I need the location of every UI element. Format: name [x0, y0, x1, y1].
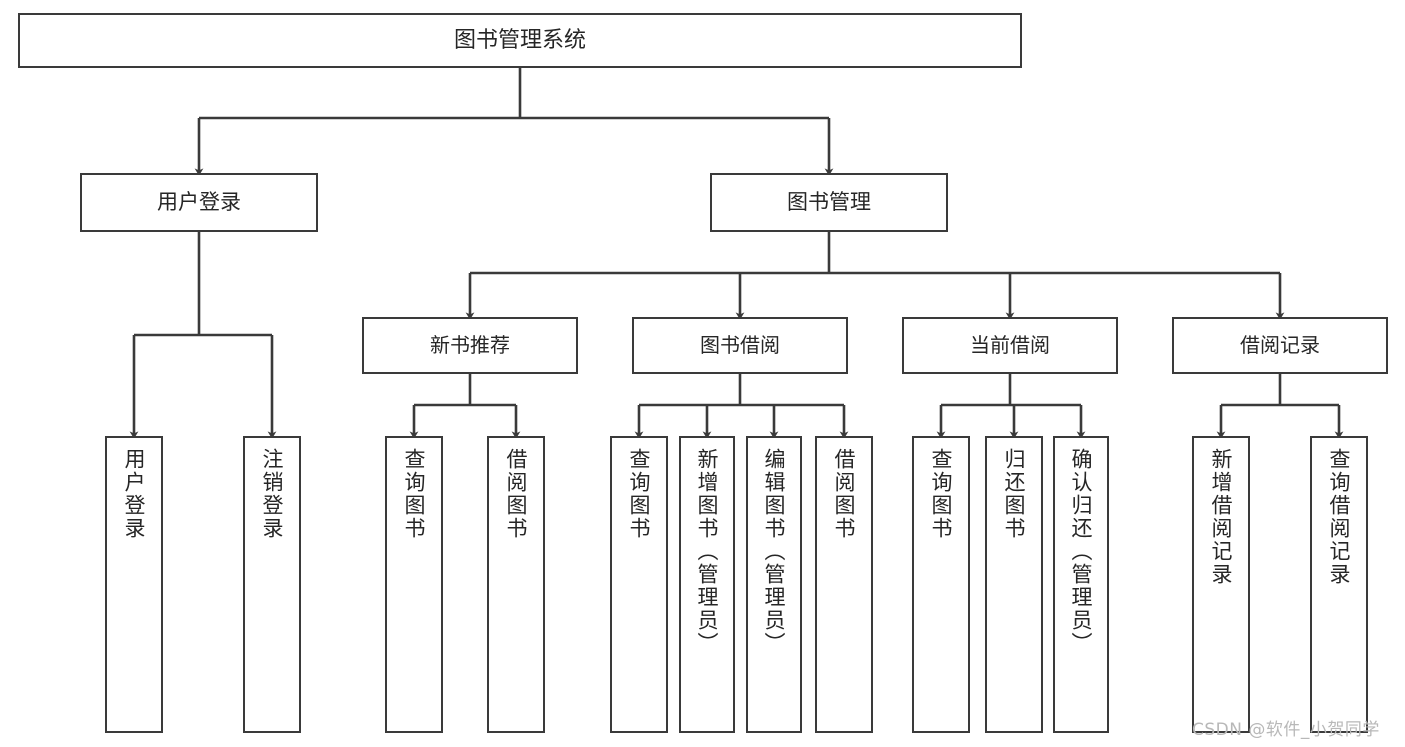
node-label: 图书借阅 — [700, 332, 780, 357]
leaf-leaf-query-book-current: 查询图书 — [912, 436, 970, 733]
leaf-leaf-borrow-book-rec: 借阅图书 — [487, 436, 545, 733]
leaf-leaf-add-record: 新增借阅记录 — [1192, 436, 1250, 733]
node-label: 查询图书 — [627, 448, 652, 540]
leaf-leaf-borrow-book: 借阅图书 — [815, 436, 873, 733]
leaf-leaf-query-book-borrow: 查询图书 — [610, 436, 668, 733]
leaf-leaf-add-book: 新增图书（管理员） — [679, 436, 735, 733]
node-label: 编辑图书（管理员） — [762, 448, 787, 655]
node-label: 借阅图书 — [504, 448, 529, 540]
node-label: 用户登录 — [122, 448, 147, 540]
node-label: 新增借阅记录 — [1209, 448, 1234, 586]
node-label: 借阅记录 — [1240, 332, 1320, 357]
node-book-borrow: 图书借阅 — [632, 317, 848, 374]
node-label: 确认归还（管理员） — [1069, 448, 1094, 655]
node-label: 新增图书（管理员） — [695, 448, 720, 655]
node-label: 用户登录 — [157, 190, 241, 215]
node-label: 新书推荐 — [430, 332, 510, 357]
leaf-leaf-query-record: 查询借阅记录 — [1310, 436, 1368, 733]
node-label: 图书管理系统 — [453, 27, 586, 53]
node-borrow-record: 借阅记录 — [1172, 317, 1388, 374]
node-user-login: 用户登录 — [80, 173, 318, 232]
leaf-leaf-confirm-return: 确认归还（管理员） — [1053, 436, 1109, 733]
node-label: 注销登录 — [260, 448, 285, 540]
node-book-manage: 图书管理 — [710, 173, 948, 232]
csdn-watermark: CSDN @软件_小贺同学 — [1192, 720, 1380, 740]
leaf-leaf-user-login: 用户登录 — [105, 436, 163, 733]
node-root: 图书管理系统 — [18, 13, 1022, 68]
node-label: 查询图书 — [929, 448, 954, 540]
node-current-borrow: 当前借阅 — [902, 317, 1118, 374]
node-label: 图书管理 — [787, 190, 871, 215]
node-label: 借阅图书 — [832, 448, 857, 540]
leaf-leaf-user-logout: 注销登录 — [243, 436, 301, 733]
node-label: 查询借阅记录 — [1327, 448, 1352, 586]
node-label: 归还图书 — [1002, 448, 1027, 540]
leaf-leaf-edit-book: 编辑图书（管理员） — [746, 436, 802, 733]
node-label: 当前借阅 — [970, 332, 1050, 357]
leaf-leaf-return-book: 归还图书 — [985, 436, 1043, 733]
leaf-leaf-query-book-rec: 查询图书 — [385, 436, 443, 733]
node-new-book-recommend: 新书推荐 — [362, 317, 578, 374]
node-label: 查询图书 — [402, 448, 427, 540]
